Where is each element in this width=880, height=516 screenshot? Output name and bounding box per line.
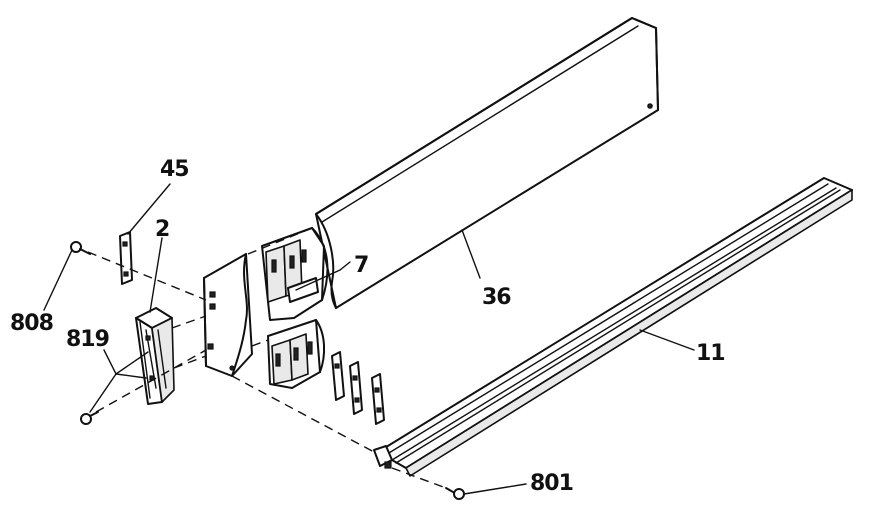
callout-36: 36 (482, 285, 511, 310)
callout-45: 45 (160, 157, 189, 182)
callout-7: 7 (354, 253, 368, 278)
leader-lines (43, 183, 695, 495)
callout-808: 808 (10, 311, 53, 336)
shim-plates (331, 351, 385, 425)
assembly-lines (87, 227, 447, 489)
callout-11: 11 (696, 341, 725, 366)
screw-801 (445, 487, 465, 500)
callout-801: 801 (530, 471, 573, 496)
front-end-panel (203, 253, 253, 377)
part-11-bottom-rail (373, 177, 853, 477)
screw-808 (70, 241, 91, 255)
part-7-bracket-assembly (261, 227, 329, 389)
part-36-side-rail (315, 17, 659, 309)
screw-819 (80, 411, 99, 425)
callout-2: 2 (155, 217, 169, 242)
part-45-strip-plate (119, 231, 133, 285)
callout-819: 819 (66, 327, 109, 352)
